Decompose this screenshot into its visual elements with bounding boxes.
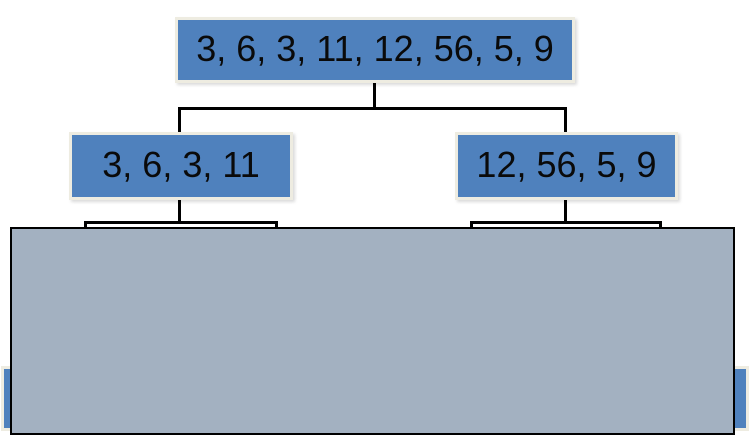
tree-node-root: 3, 6, 3, 11, 12, 56, 5, 9 — [175, 17, 575, 83]
tree-node-left-child: 3, 6, 3, 11 — [69, 132, 293, 200]
tree-node-root-label: 3, 6, 3, 11, 12, 56, 5, 9 — [196, 28, 554, 69]
connector-left-child-stem — [178, 198, 181, 223]
tree-node-right-child-label: 12, 56, 5, 9 — [476, 144, 657, 185]
cover-rectangle — [10, 227, 735, 435]
tree-node-right-child: 12, 56, 5, 9 — [455, 132, 678, 200]
connector-bracket-left-subtree — [84, 221, 278, 230]
connector-bracket-level1 — [178, 107, 567, 132]
connector-right-child-stem — [564, 198, 567, 223]
connector-root-stem — [373, 82, 376, 110]
connector-bracket-right-subtree — [470, 221, 662, 230]
tree-node-left-child-label: 3, 6, 3, 11 — [102, 144, 260, 185]
